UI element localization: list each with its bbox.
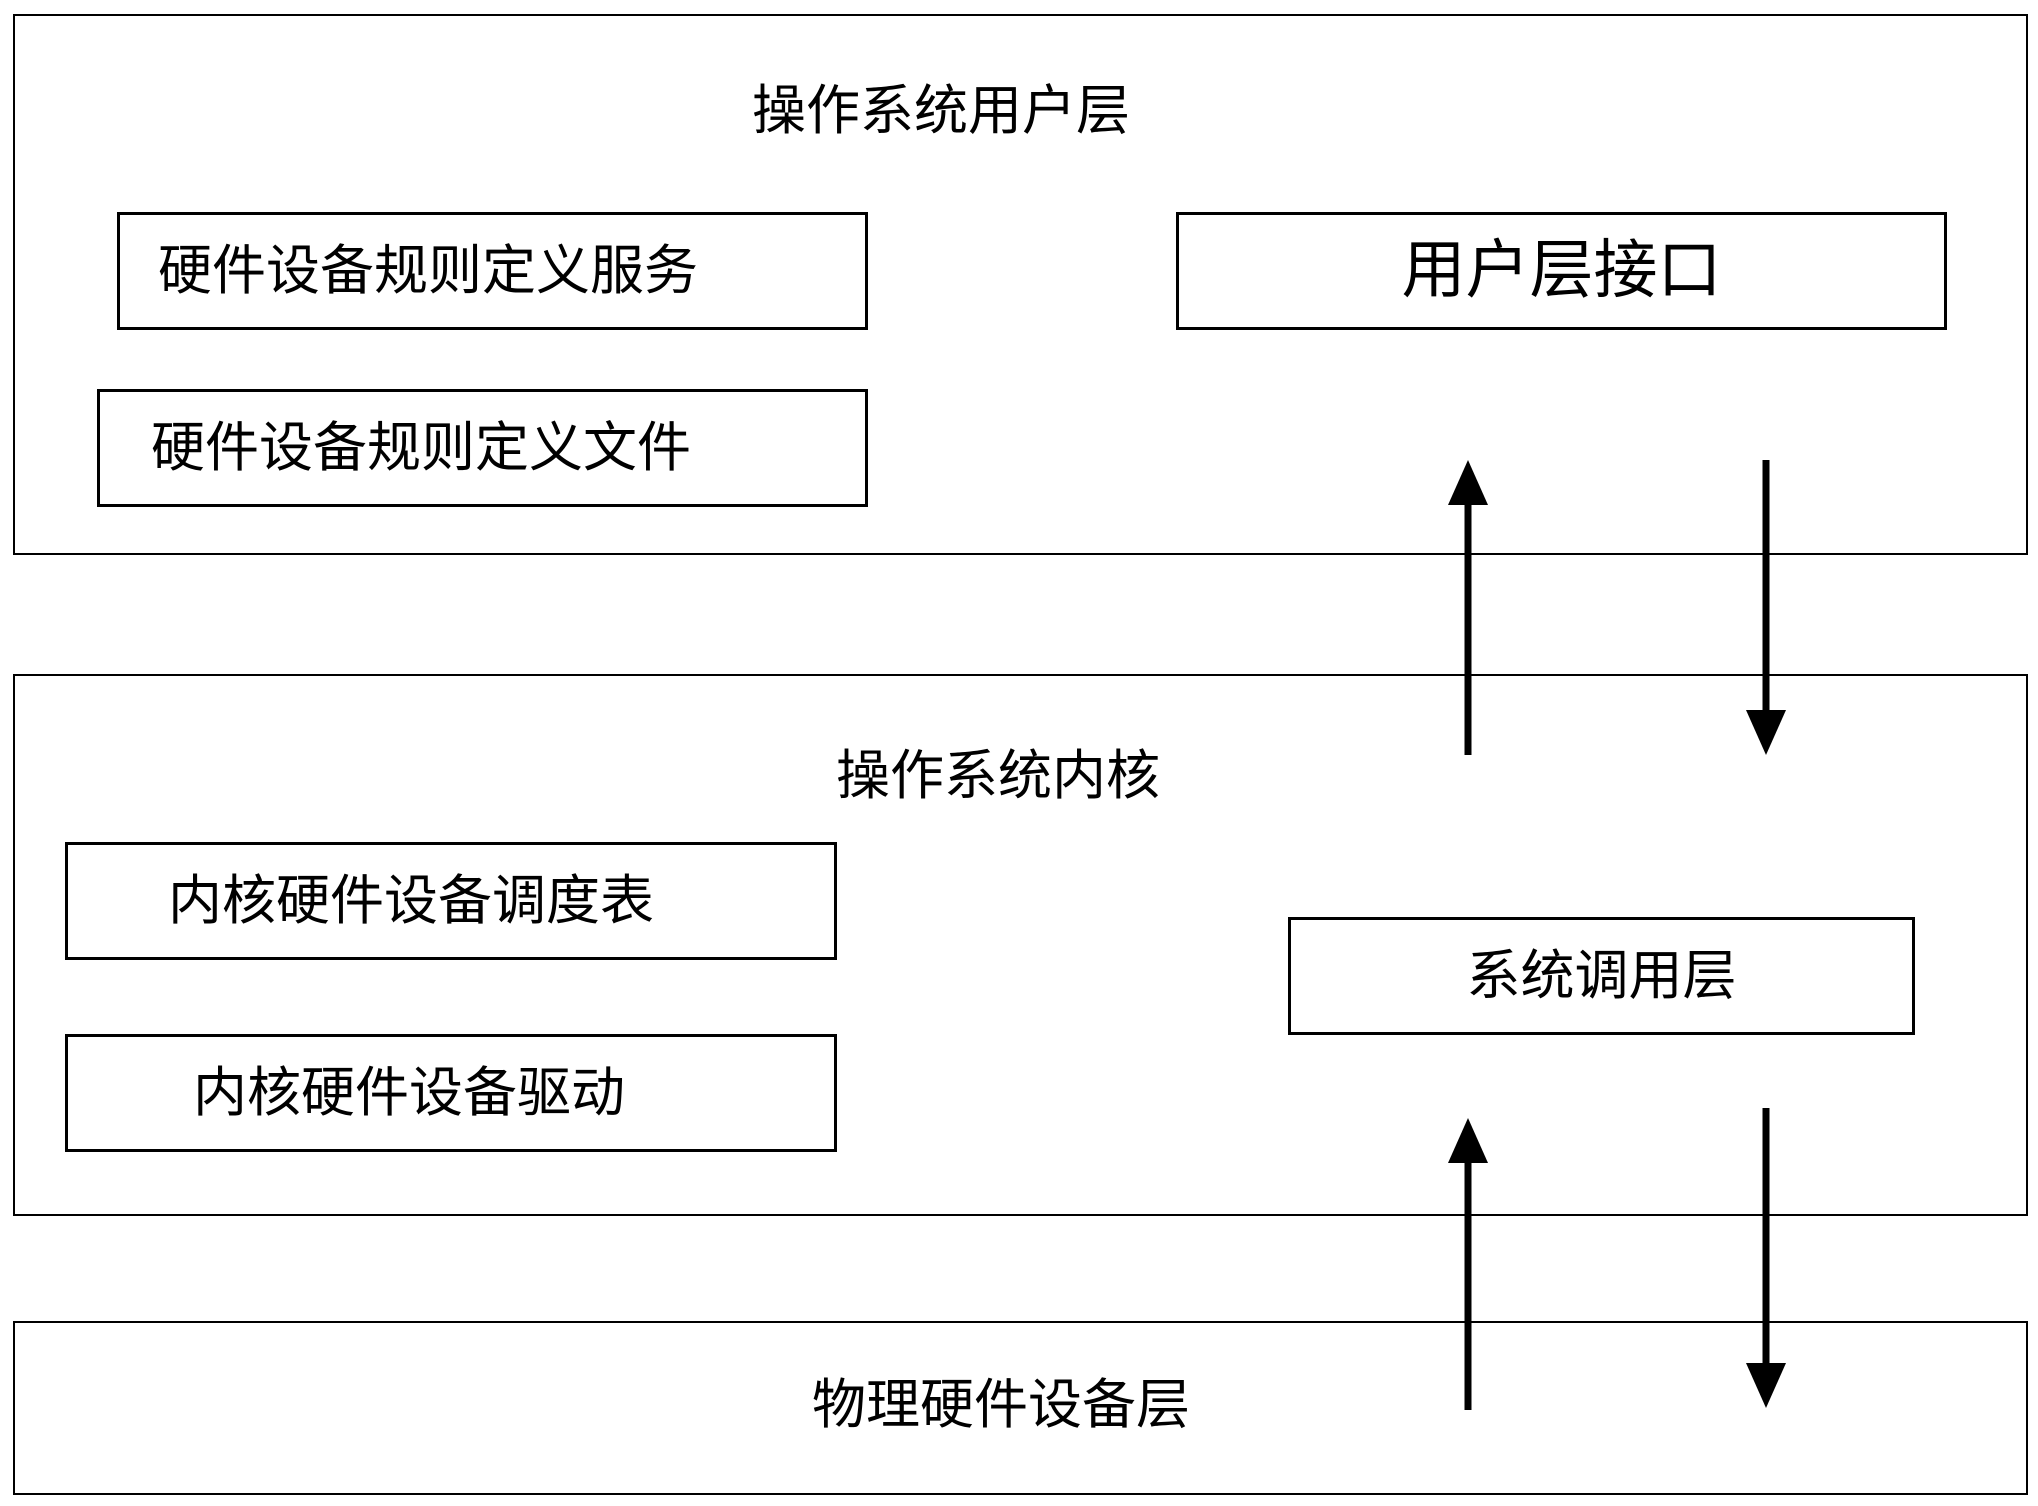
user-layer-interface-box: 用户层接口 [1176, 212, 1947, 330]
os-user-layer-title: 操作系统用户层 [752, 79, 1130, 142]
physical-hardware-layer [13, 1321, 2028, 1495]
user-layer-interface-label: 用户层接口 [1401, 234, 1722, 308]
hardware-rule-definition-file-label: 硬件设备规则定义文件 [151, 416, 691, 479]
hardware-rule-definition-file-box: 硬件设备规则定义文件 [97, 389, 868, 507]
os-kernel-layer-title: 操作系统内核 [836, 744, 1160, 807]
kernel-device-schedule-table-label: 内核硬件设备调度表 [168, 869, 654, 932]
physical-hardware-layer-title: 物理硬件设备层 [812, 1373, 1190, 1436]
system-call-layer-box: 系统调用层 [1288, 917, 1915, 1035]
kernel-device-schedule-table-box: 内核硬件设备调度表 [65, 842, 837, 960]
system-call-layer-label: 系统调用层 [1466, 944, 1737, 1007]
kernel-device-driver-box: 内核硬件设备驱动 [65, 1034, 837, 1152]
hardware-rule-definition-service-label: 硬件设备规则定义服务 [158, 239, 698, 302]
kernel-device-driver-label: 内核硬件设备驱动 [193, 1061, 625, 1124]
hardware-rule-definition-service-box: 硬件设备规则定义服务 [117, 212, 868, 330]
